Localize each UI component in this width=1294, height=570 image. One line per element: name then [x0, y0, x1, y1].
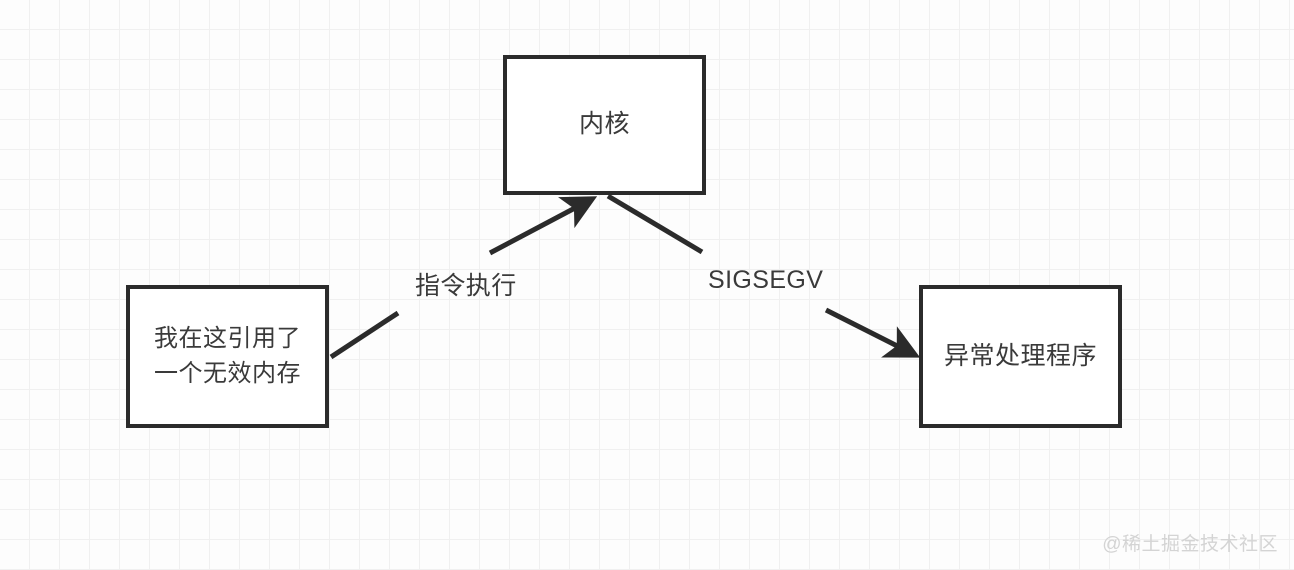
node-kernel[interactable]: 内核	[503, 55, 706, 195]
watermark: @稀土掘金技术社区	[1102, 534, 1278, 555]
edge-sigsegv-segment-a	[606, 193, 704, 255]
edge-instruction-execution-segment-b	[488, 196, 598, 256]
edge-label-sigsegv: SIGSEGV	[708, 266, 824, 294]
edge-label-instruction-execution: 指令执行	[415, 272, 517, 300]
edge-instruction-execution-segment-a	[329, 310, 400, 360]
node-exception-handler[interactable]: 异常处理程序	[919, 285, 1122, 428]
edge-sigsegv-segment-b	[824, 307, 921, 358]
node-invalid-memory[interactable]: 我在这引用了 一个无效内存	[126, 285, 329, 428]
